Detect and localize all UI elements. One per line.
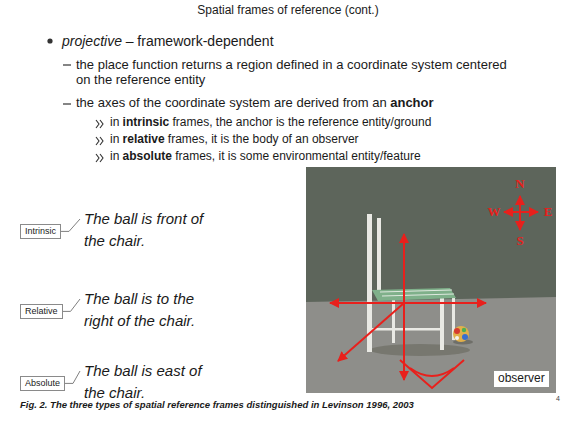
bullet-dash bbox=[63, 64, 71, 65]
compass-letter: E bbox=[544, 205, 553, 220]
bullet-text: in bbox=[110, 133, 119, 147]
bullet-text: the axes of the coordinate system are de… bbox=[76, 96, 387, 111]
compass-letter: W bbox=[488, 205, 501, 220]
page-number: 4 bbox=[556, 395, 560, 403]
frame-type-box: Relative bbox=[20, 304, 63, 319]
reference-axes bbox=[330, 234, 486, 380]
chair-shadow bbox=[370, 344, 470, 356]
frame-type-box: Intrinsic bbox=[20, 224, 61, 239]
bullet-text: relative bbox=[123, 133, 165, 147]
compass-letter: N bbox=[515, 177, 524, 192]
box-label: Intrinsic bbox=[25, 226, 56, 237]
observer-eye bbox=[400, 360, 464, 388]
compass-rose bbox=[504, 196, 538, 230]
bullet-chevron bbox=[96, 154, 103, 162]
bullet-dash bbox=[63, 103, 71, 104]
bullet-chevron bbox=[96, 120, 103, 128]
bullet-text: projective bbox=[62, 33, 122, 49]
bullet-text: frames, it is the body of an observer bbox=[168, 133, 359, 147]
bullet-text: absolute bbox=[123, 150, 172, 164]
bullet-text: intrinsic bbox=[123, 116, 170, 130]
frame-type-box: Absolute bbox=[20, 376, 65, 391]
chair bbox=[367, 214, 456, 352]
bullet-text: the place function returns a region defi… bbox=[76, 57, 516, 87]
callout-line bbox=[63, 299, 80, 311]
observer-label: observer bbox=[494, 371, 549, 387]
bullet-text: – framework-dependent bbox=[126, 33, 274, 49]
box-label: Relative bbox=[25, 306, 58, 317]
callout-line bbox=[65, 371, 80, 383]
bullet-text: in bbox=[110, 150, 119, 164]
example-sentence: The ball is to the right of the chair. bbox=[84, 288, 219, 332]
callout-leaders bbox=[61, 219, 80, 383]
bullet-text: frames, the anchor is the reference enti… bbox=[173, 116, 432, 130]
example-sentence: The ball is east of the chair. bbox=[84, 360, 219, 404]
photo-floor bbox=[306, 297, 556, 393]
bullet-dot bbox=[47, 38, 52, 43]
bullet-text: anchor bbox=[390, 96, 433, 111]
example-sentence: The ball is front of the chair. bbox=[84, 208, 219, 252]
figure-caption: Fig. 2. The three types of spatial refer… bbox=[20, 400, 414, 411]
bullet-chevron bbox=[96, 137, 103, 145]
photo-wall bbox=[306, 167, 556, 393]
ball bbox=[453, 326, 473, 345]
photo bbox=[306, 167, 556, 393]
callout-line bbox=[61, 219, 80, 231]
box-label: Absolute bbox=[25, 378, 60, 389]
compass-letter: S bbox=[516, 234, 523, 249]
slide-title: Spatial frames of reference (cont.) bbox=[0, 4, 576, 18]
bullet-text: frames, it is some environmental entity/… bbox=[175, 150, 420, 164]
bullet-text: in bbox=[110, 116, 119, 130]
